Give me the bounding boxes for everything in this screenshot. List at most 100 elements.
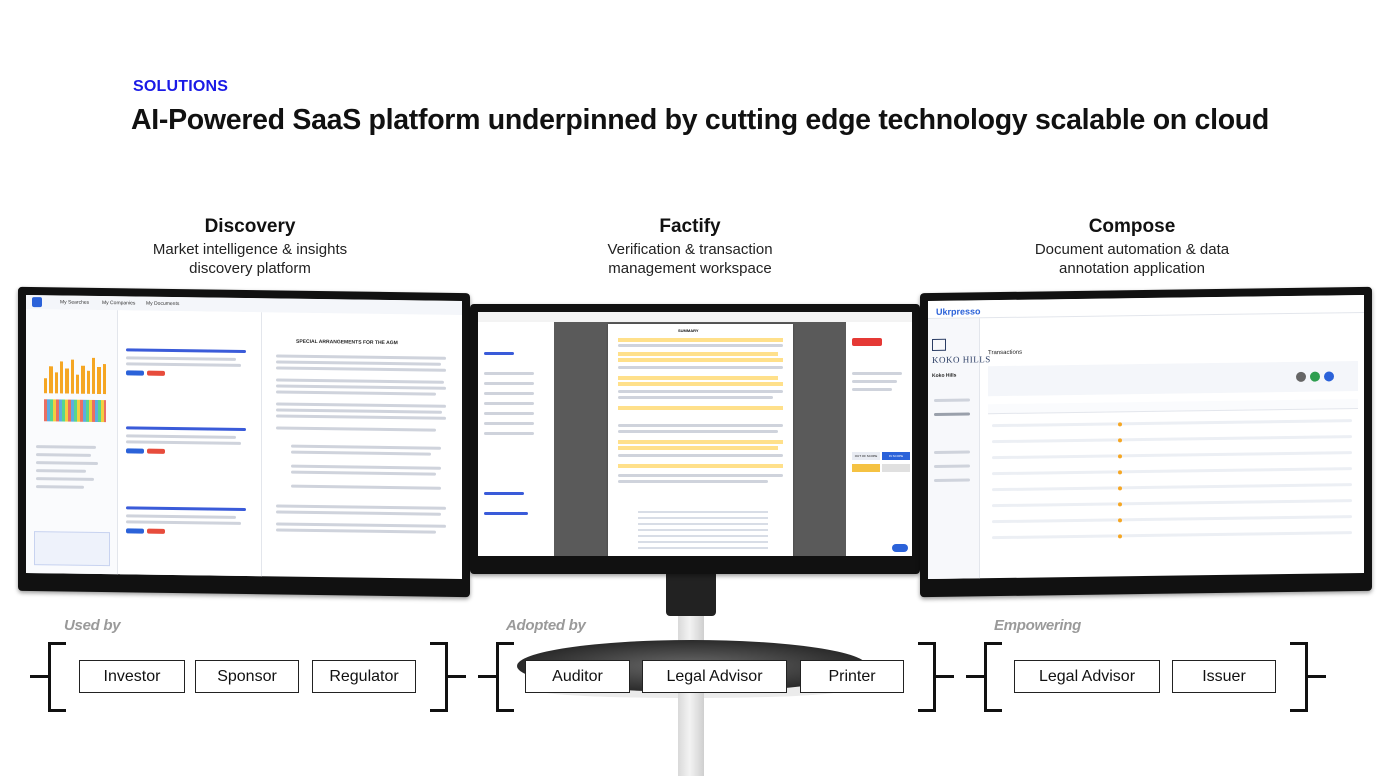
panel-line xyxy=(852,388,892,391)
table-row[interactable] xyxy=(992,451,1352,460)
table-row[interactable] xyxy=(992,531,1352,540)
bracket-right xyxy=(1290,642,1308,712)
monitor-factify: SUMMARY xyxy=(470,304,920,574)
table-row[interactable] xyxy=(992,467,1352,476)
doc-line xyxy=(276,366,446,372)
doc-line xyxy=(276,354,446,360)
project-name: Koko Hills xyxy=(932,372,957,379)
chip-printer: Printer xyxy=(800,660,904,693)
out-of-scope-button[interactable]: OUT OF SCOPE xyxy=(852,452,880,460)
doc-line xyxy=(276,510,441,516)
tab-my-companies[interactable]: My Companies xyxy=(102,300,136,307)
result-tag xyxy=(126,448,144,454)
doc-line xyxy=(618,366,783,369)
table-row[interactable] xyxy=(992,419,1352,428)
chip-regulator: Regulator xyxy=(312,660,416,693)
product-factify: Factify Verification & transaction manag… xyxy=(540,216,840,278)
product-name: Factify xyxy=(659,216,721,237)
doc-line xyxy=(618,396,773,399)
list-line xyxy=(36,485,84,489)
panel-line xyxy=(852,380,897,383)
table-row[interactable] xyxy=(992,483,1352,492)
highlight xyxy=(618,382,783,386)
result-tag xyxy=(147,370,165,376)
chip-sponsor: Sponsor xyxy=(195,660,299,693)
status-badge[interactable] xyxy=(852,338,882,346)
sidebar-item-admin[interactable] xyxy=(934,450,970,454)
group-label-empowering: Empowering xyxy=(994,617,1082,634)
status-dot xyxy=(1118,486,1122,491)
sidebar-item-summary[interactable] xyxy=(934,398,970,402)
compose-screenshot: Ukrpresso KOKO HILLS Koko Hills Transact… xyxy=(928,294,1364,580)
product-desc-line2: annotation application xyxy=(1059,260,1205,277)
product-name: Compose xyxy=(1088,216,1176,237)
app-logo xyxy=(32,297,42,308)
product-desc-line2: management workspace xyxy=(608,260,772,277)
financial-table xyxy=(638,509,768,549)
monitor-discovery: My Searches My Companies My Documents xyxy=(18,286,470,598)
doc-line xyxy=(618,424,783,427)
product-desc-line1: Verification & transaction xyxy=(607,241,773,258)
table-row[interactable] xyxy=(992,515,1352,524)
factify-screenshot: SUMMARY xyxy=(478,312,912,556)
product-compose: Compose Document automation & data annot… xyxy=(982,216,1282,278)
stats-chart xyxy=(44,355,106,395)
tab-my-documents[interactable]: My Documents xyxy=(146,300,180,308)
table-header xyxy=(988,399,1358,415)
table-row[interactable] xyxy=(992,435,1352,444)
outline-item xyxy=(484,422,534,425)
result-tag xyxy=(147,528,165,534)
group-label-adopted-by: Adopted by xyxy=(506,617,586,634)
outline-item xyxy=(484,512,528,515)
monitor-compose: Ukrpresso KOKO HILLS Koko Hills Transact… xyxy=(920,286,1372,598)
doc-line xyxy=(291,444,441,450)
highlight xyxy=(618,406,783,410)
page-title: AI-Powered SaaS platform underpinned by … xyxy=(131,104,1270,136)
tab-my-searches[interactable]: My Searches xyxy=(60,299,90,306)
in-scope-button[interactable]: IN SCOPE xyxy=(882,452,910,460)
help-button[interactable] xyxy=(892,544,908,552)
company-logo: KOKO HILLS xyxy=(932,354,991,365)
sidebar-item-units[interactable] xyxy=(934,464,970,468)
table-row[interactable] xyxy=(992,499,1352,508)
doc-line xyxy=(618,474,783,477)
tag-button[interactable] xyxy=(852,464,880,472)
tag-button[interactable] xyxy=(882,464,910,472)
sidebar-item-transactions[interactable] xyxy=(934,412,970,416)
bracket-right xyxy=(918,642,936,712)
sidebar-item-templates[interactable] xyxy=(934,478,970,482)
status-dot xyxy=(1118,454,1122,459)
outline-item xyxy=(484,372,534,375)
doc-line xyxy=(276,504,446,510)
doc-line xyxy=(276,390,436,396)
chip-legal-advisor: Legal Advisor xyxy=(642,660,787,693)
doc-line xyxy=(618,344,783,347)
doc-line xyxy=(276,414,446,420)
doc-line xyxy=(618,430,778,433)
group-label-used-by: Used by xyxy=(64,617,121,634)
bracket-tick xyxy=(936,675,954,678)
result-tag xyxy=(126,370,144,376)
bracket-tick xyxy=(1308,675,1326,678)
highlight xyxy=(618,464,783,468)
doc-line xyxy=(276,408,442,414)
doc-line xyxy=(276,384,446,390)
status-dot xyxy=(1118,534,1122,539)
product-name: Discovery xyxy=(204,216,296,237)
bracket-left xyxy=(496,642,514,712)
doc-line xyxy=(276,378,444,384)
section-kicker: SOLUTIONS xyxy=(133,78,229,95)
result-tag xyxy=(126,528,144,534)
outline-item xyxy=(484,492,524,495)
bracket-left xyxy=(48,642,66,712)
chip-investor: Investor xyxy=(79,660,185,693)
outline-item xyxy=(484,392,534,395)
doc-line xyxy=(291,464,441,470)
highlight xyxy=(618,338,783,342)
page-heading: Transactions xyxy=(988,349,1023,357)
doc-line xyxy=(276,528,436,534)
highlight xyxy=(618,352,778,356)
bracket-tick xyxy=(966,675,984,678)
outline-item xyxy=(484,352,514,355)
